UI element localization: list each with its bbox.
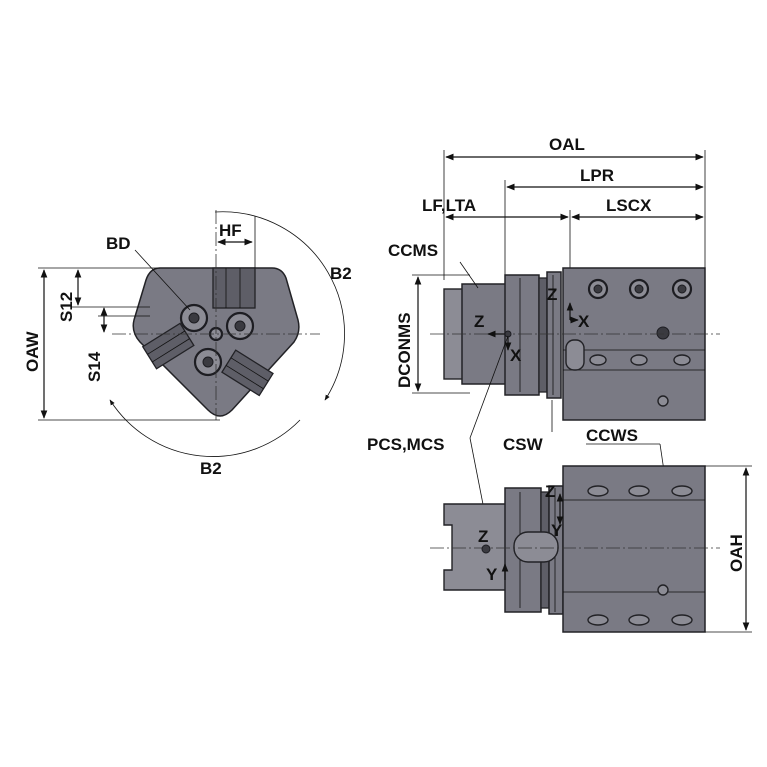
bottom-y2-label: Y [551, 521, 563, 540]
lpr-label: LPR [580, 166, 614, 185]
top-slot [671, 485, 693, 497]
side-slot [589, 354, 607, 366]
bottom-origin [481, 544, 491, 554]
b2-arc-bottom [109, 399, 301, 457]
front-bolt [179, 303, 209, 333]
oah-label: OAH [727, 534, 746, 572]
top-view: OAH Z Y Z Y [430, 465, 752, 633]
bd-label: BD [106, 234, 131, 253]
front-bolt [225, 311, 255, 341]
oal-label: OAL [549, 135, 585, 154]
side-bolt [671, 278, 693, 300]
side-view: OAL LPR LF,LTA LSCX [388, 135, 720, 421]
right-slot [221, 349, 274, 397]
side-bolt [628, 278, 650, 300]
side-flange-ring [538, 277, 548, 393]
b2-label-top: B2 [330, 264, 352, 283]
s14-label: S14 [85, 351, 104, 382]
side-x2-label: X [578, 312, 590, 331]
b2-arc [214, 211, 345, 401]
bottom-z2-label: Z [545, 482, 555, 501]
side-x-label: X [510, 346, 522, 365]
oaw-label: OAW [23, 330, 42, 372]
hf-label: HF [219, 221, 242, 240]
pcs-leader [469, 335, 509, 439]
side-bolt [587, 278, 609, 300]
ccms-leader [459, 261, 479, 289]
dconms-label: DCONMS [395, 312, 414, 388]
side-ring-2 [546, 271, 562, 399]
ccws-label: CCWS [586, 426, 638, 445]
side-z2-label: Z [547, 285, 557, 304]
top-slot [671, 614, 693, 626]
side-slot [673, 354, 691, 366]
bottom-y-label: Y [486, 565, 498, 584]
top-pin [657, 584, 669, 596]
lf-lta-label: LF,LTA [422, 196, 476, 215]
side-slot [630, 354, 648, 366]
front-view: HF BD B2 B2 OAW S12 S14 [23, 210, 352, 478]
pcs-mcs-label: PCS,MCS [367, 435, 444, 454]
side-pin [657, 395, 669, 407]
bd-leader [134, 249, 191, 311]
ccms-label: CCMS [388, 241, 438, 260]
hf-slot [212, 267, 256, 309]
csw-label: CSW [503, 435, 544, 454]
top-slot [628, 614, 650, 626]
top-slot [628, 485, 650, 497]
top-slot [587, 614, 609, 626]
top-slot [587, 485, 609, 497]
s12-label: S12 [57, 292, 76, 322]
left-slot [141, 322, 195, 370]
top-key [513, 531, 559, 563]
coolant-port [656, 326, 670, 340]
side-z-label: Z [474, 312, 484, 331]
front-bolt [193, 347, 223, 377]
side-tab [565, 339, 585, 371]
b2-label-bottom: B2 [200, 459, 222, 478]
bottom-z-label: Z [478, 527, 488, 546]
lscx-label: LSCX [606, 196, 652, 215]
